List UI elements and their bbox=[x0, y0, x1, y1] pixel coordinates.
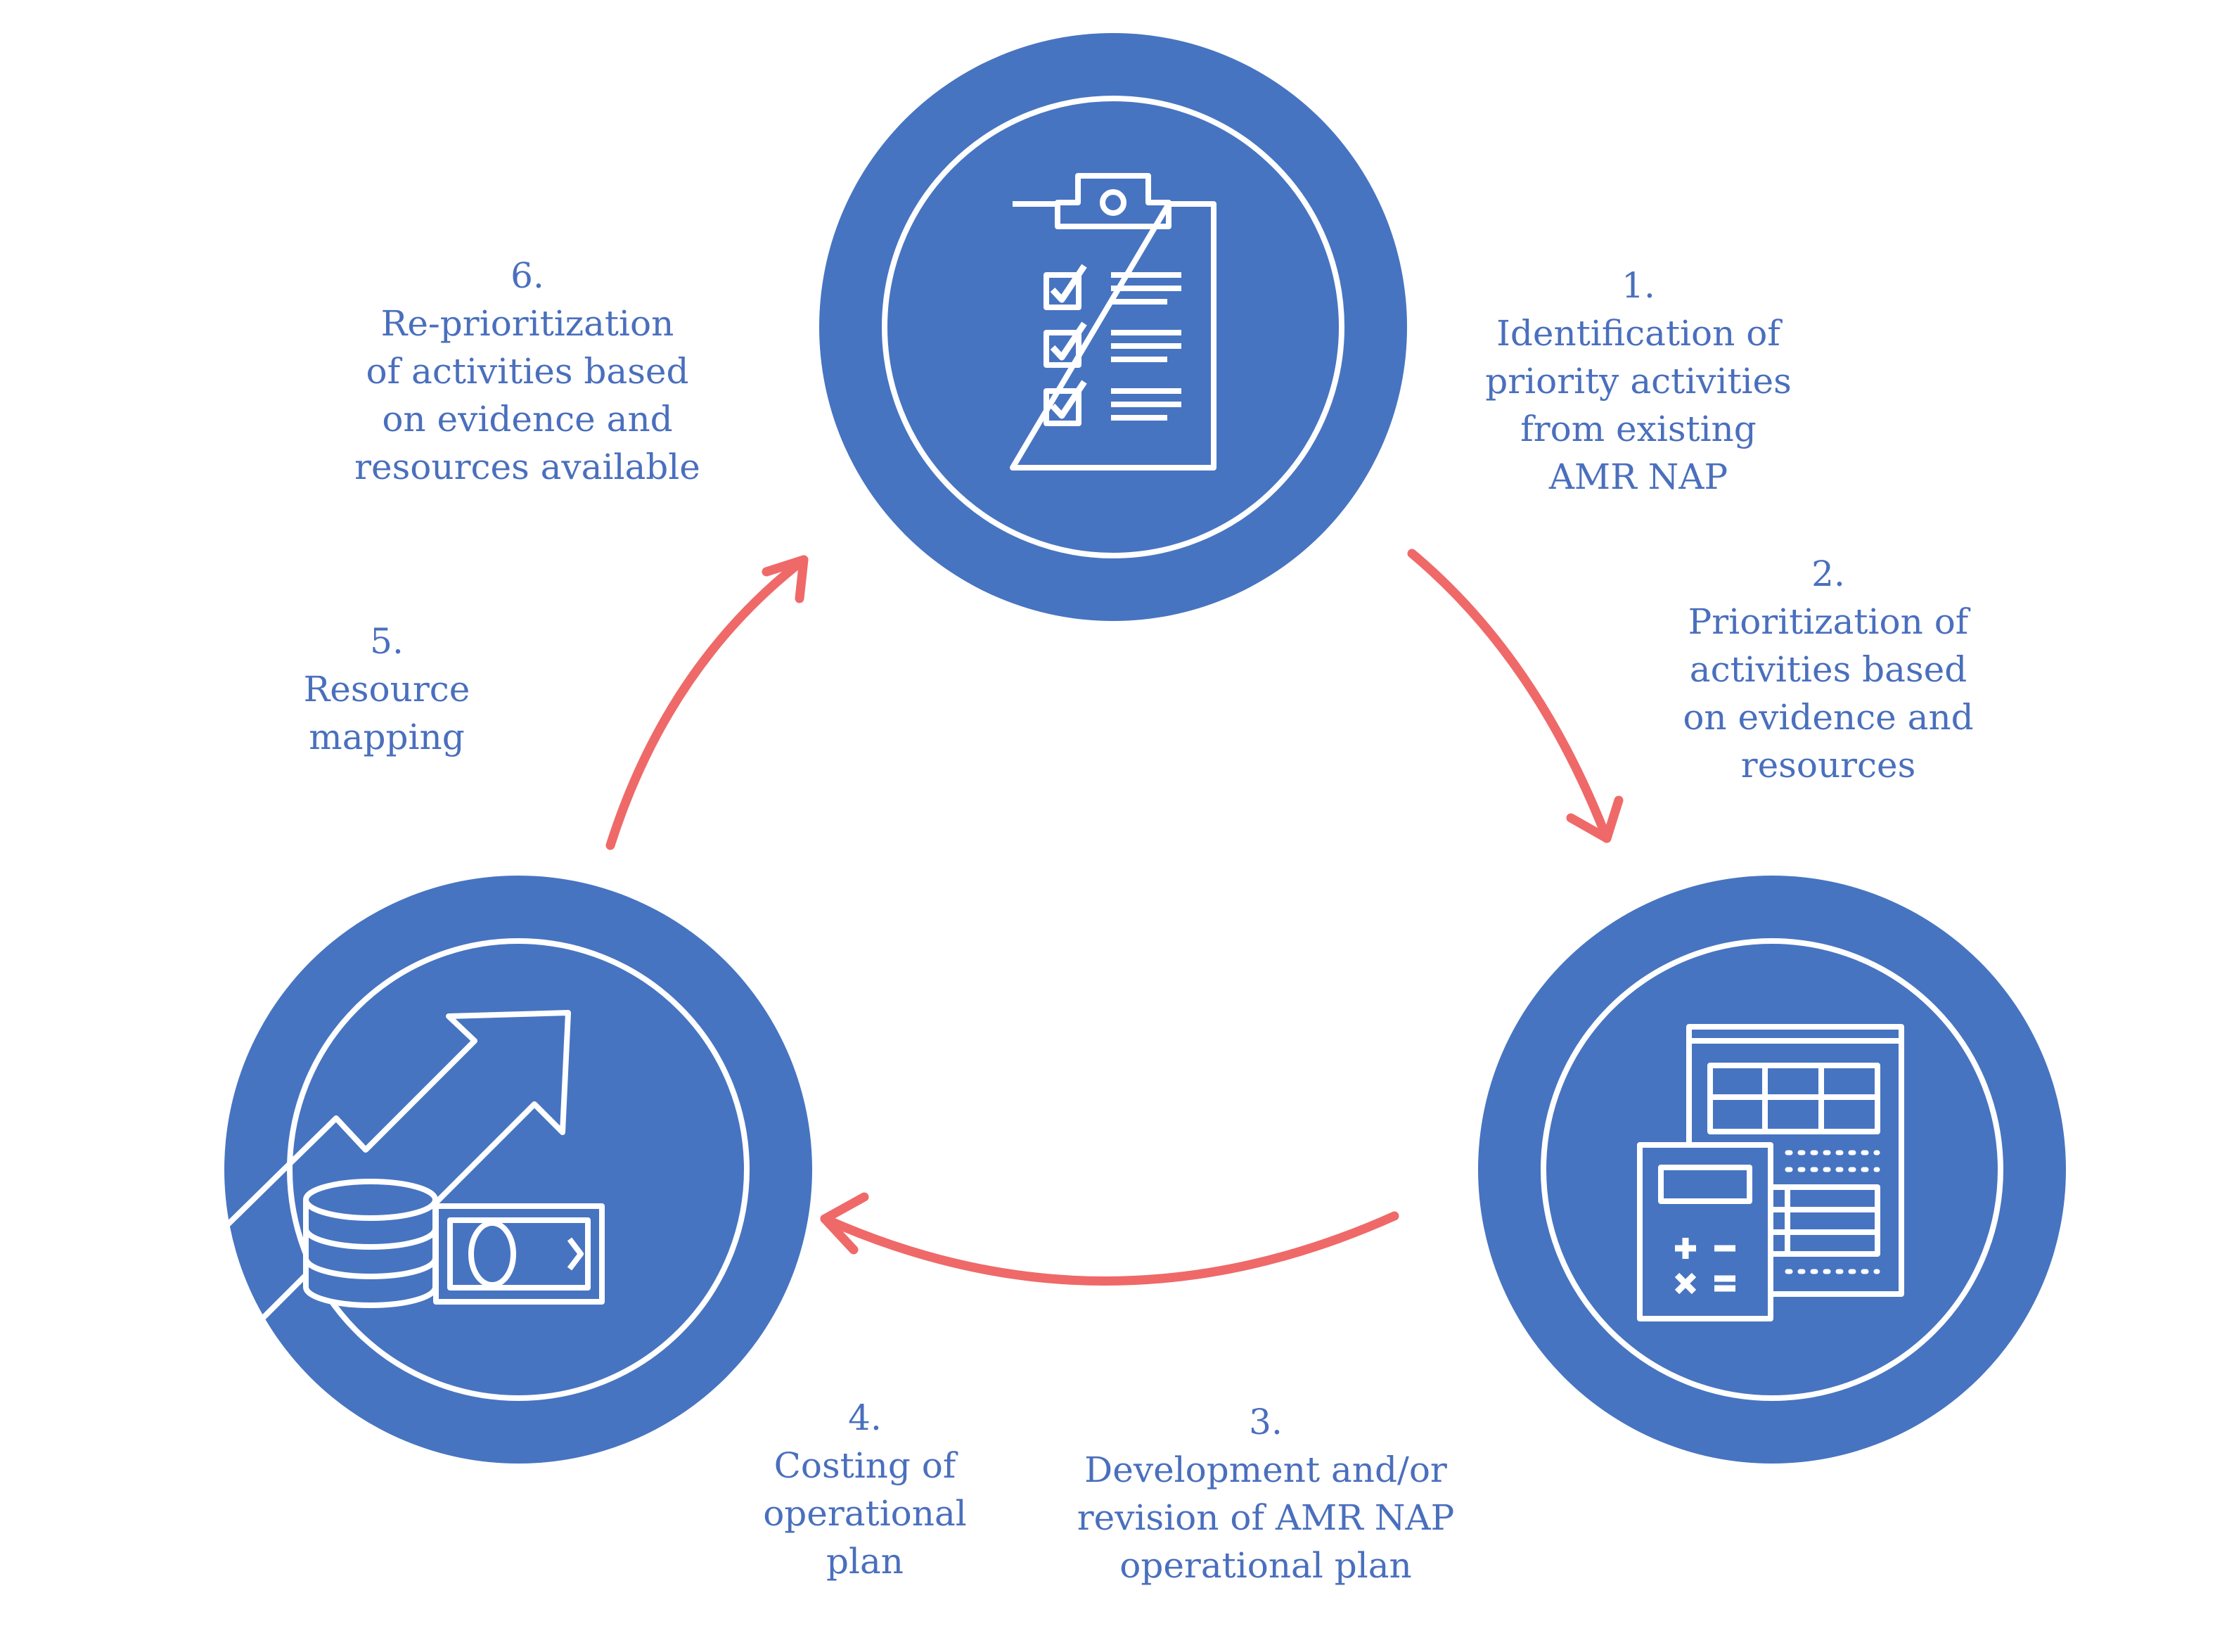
step-1-text-line: AMR NAP bbox=[1548, 456, 1728, 497]
step-3-label: 3. Development and/or revision of AMR NA… bbox=[1048, 1398, 1484, 1589]
clipboard-checklist-icon bbox=[1010, 173, 1216, 470]
step-4-text-line: plan bbox=[826, 1541, 904, 1582]
node-right bbox=[1478, 876, 2066, 1464]
step-3-text-line: Development and/or bbox=[1084, 1449, 1447, 1490]
node-top bbox=[819, 33, 1407, 621]
step-5-number: 5. bbox=[370, 621, 404, 662]
step-4-text-line: operational bbox=[763, 1493, 967, 1534]
step-6-text-line: resources available bbox=[354, 447, 700, 487]
step-3-text-line: operational plan bbox=[1119, 1545, 1412, 1586]
step-3-number: 3. bbox=[1249, 1402, 1283, 1442]
step-4-text-line: Costing of bbox=[773, 1445, 956, 1486]
growth-money-icon bbox=[223, 1010, 605, 1333]
step-1-text-line: from existing bbox=[1520, 409, 1757, 449]
step-1-label: 1. Identification of priority activities… bbox=[1463, 262, 1814, 501]
step-1-text-line: priority activities bbox=[1485, 361, 1792, 402]
step-1-number: 1. bbox=[1622, 265, 1655, 306]
arrow-top-to-right bbox=[1407, 549, 1624, 843]
step-1-text-line: Identification of bbox=[1496, 313, 1780, 354]
step-6-label: 6. Re-prioritization of activities based… bbox=[330, 252, 724, 491]
arrow-left-to-top bbox=[605, 555, 809, 850]
step-5-text-line: mapping bbox=[309, 717, 465, 757]
step-4-label: 4. Costing of operational plan bbox=[724, 1394, 1006, 1585]
step-6-text-line: Re-prioritization bbox=[380, 303, 674, 344]
step-2-number: 2. bbox=[1811, 553, 1845, 594]
step-6-number: 6. bbox=[511, 255, 544, 296]
step-2-label: 2. Prioritization of activities based on… bbox=[1645, 550, 2011, 789]
step-2-text-line: activities based bbox=[1689, 649, 1967, 690]
step-6-text-line: of activities based bbox=[366, 351, 689, 392]
calculator-spreadsheet-icon bbox=[1637, 1024, 1904, 1321]
step-5-text-line: Resource bbox=[303, 669, 470, 710]
step-2-text-line: Prioritization of bbox=[1688, 601, 1969, 642]
step-4-number: 4. bbox=[848, 1397, 882, 1438]
node-left bbox=[223, 876, 812, 1464]
step-2-text-line: on evidence and bbox=[1683, 697, 1974, 738]
step-3-text-line: revision of AMR NAP bbox=[1077, 1497, 1455, 1538]
arrow-right-to-left bbox=[820, 1192, 1399, 1286]
step-2-text-line: resources bbox=[1740, 745, 1916, 786]
step-6-text-line: on evidence and bbox=[382, 399, 673, 440]
step-5-label: 5. Resource mapping bbox=[260, 617, 513, 761]
